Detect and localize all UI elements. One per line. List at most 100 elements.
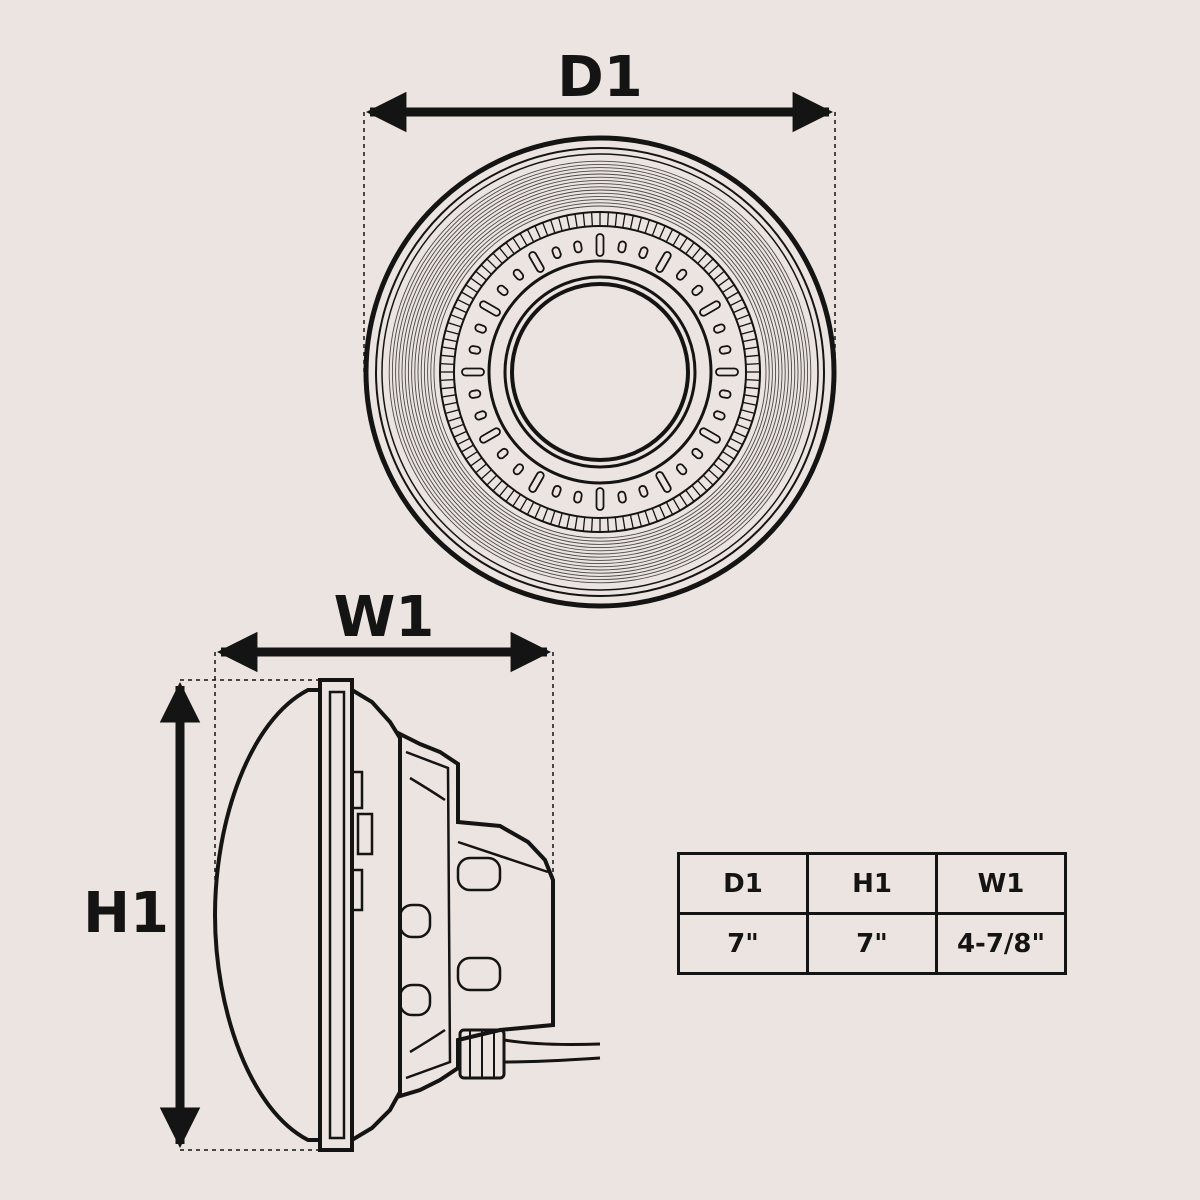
led-dot: [699, 427, 721, 444]
reflector-tick: [447, 416, 462, 423]
reflector-tick: [702, 258, 714, 270]
reflector-tick: [475, 270, 487, 281]
reflector-tick: [450, 314, 464, 321]
reflector-tick: [691, 485, 702, 497]
led-dot: [468, 345, 482, 355]
reflector-tick: [685, 489, 695, 502]
reflector-tick: [622, 516, 626, 531]
lens-ring: [414, 186, 786, 558]
led-dot: [675, 463, 688, 476]
connector-tab-upper: [350, 770, 364, 810]
led-dot: [595, 233, 605, 257]
reflector-tick: [678, 237, 688, 250]
lens-ring: [395, 167, 805, 577]
led-dot: [638, 485, 649, 498]
reflector-tick: [512, 237, 522, 250]
reflector-ring: [453, 225, 747, 519]
front-view: D1: [363, 45, 837, 609]
reflector-tick: [534, 225, 542, 239]
reflector-tick: [492, 252, 503, 264]
led-dot: [496, 447, 509, 460]
spec-header-w1: W1: [935, 852, 1067, 915]
reflector-tick: [729, 298, 743, 307]
reflector-tick: [629, 215, 634, 230]
reflector-tick: [733, 430, 747, 438]
led-dot: [699, 300, 721, 317]
w1-label: W1: [334, 585, 435, 650]
reflector-tick: [658, 225, 666, 239]
reflector-tick: [745, 378, 760, 382]
reflector-tick: [738, 321, 753, 328]
led-dot: [528, 471, 545, 493]
led-dot: [479, 300, 501, 317]
lens-ring: [417, 189, 783, 555]
reflector-tick: [566, 514, 571, 529]
led-dot: [617, 490, 627, 504]
lens-ring: [430, 202, 770, 542]
reflector-tick: [465, 284, 478, 294]
mounting-flange: [318, 678, 354, 1152]
reflector-tick: [614, 212, 618, 227]
reflector-tick: [713, 463, 725, 474]
reflector-tick: [637, 217, 643, 232]
reflector-tick: [574, 516, 578, 531]
spec-value-h1: 7": [806, 912, 938, 975]
reflector-tick: [742, 338, 757, 343]
reflector-tick: [480, 264, 492, 275]
headlight-outer-rim: [363, 135, 837, 609]
reflector-tick: [443, 338, 458, 343]
reflector-tick: [745, 354, 760, 358]
led-dot: [638, 246, 649, 259]
reflector-tick: [708, 264, 720, 275]
led-dot: [691, 447, 704, 460]
reflector-tick: [498, 247, 509, 259]
reflector-tick: [574, 213, 578, 228]
spec-value-w1: 4-7/8": [935, 912, 1067, 975]
lens-ring: [411, 183, 789, 561]
housing-bucket: [350, 686, 402, 1144]
reflector-tick: [475, 463, 487, 474]
spec-header-h1: H1: [806, 852, 938, 915]
led-dot: [573, 490, 583, 504]
reflector-tick: [453, 430, 467, 438]
led-dot: [512, 463, 525, 476]
reflector-tick: [461, 444, 474, 453]
reflector-tick: [733, 306, 747, 314]
reflector-tick: [534, 505, 542, 519]
led-dot: [715, 367, 739, 377]
reflector-tick: [582, 212, 586, 227]
reflector-tick: [736, 423, 750, 430]
reflector-tick: [440, 386, 455, 390]
spec-header-d1: D1: [677, 852, 809, 915]
lens-ring: [401, 173, 799, 571]
spec-table-header-row: D1 H1 W1: [677, 852, 1067, 915]
reflector-tick: [722, 284, 735, 294]
reflector-tick: [651, 508, 658, 522]
reflector-tick: [465, 450, 478, 460]
reflector-tick: [457, 437, 471, 446]
spec-value-d1: 7": [677, 912, 809, 975]
reflector-tick: [672, 233, 681, 246]
reflector-tick: [745, 362, 760, 366]
reflector-tick: [557, 217, 563, 232]
reflector-tick: [549, 219, 556, 234]
reflector-tick: [691, 247, 702, 259]
reflector-tick: [644, 510, 651, 525]
reflector-tick: [713, 270, 725, 281]
led-dot: [461, 367, 485, 377]
projector-lens-inner: [503, 275, 697, 469]
reflector-tick: [445, 409, 460, 415]
reflector-tick: [498, 485, 509, 497]
lens-ring: [433, 205, 767, 539]
reflector-tick: [606, 212, 610, 227]
spec-table: D1 H1 W1 7" 7" 4-7/8": [677, 852, 1067, 975]
reflector-tick: [486, 258, 498, 270]
reflector-tick: [519, 498, 528, 511]
led-dot: [496, 284, 509, 297]
reflector-tick: [453, 306, 467, 314]
reflector-tick: [470, 457, 483, 467]
reflector-tick: [651, 222, 658, 236]
lens-ring: [423, 195, 777, 549]
reflector-tick: [486, 474, 498, 486]
reflector-tick: [526, 501, 535, 515]
